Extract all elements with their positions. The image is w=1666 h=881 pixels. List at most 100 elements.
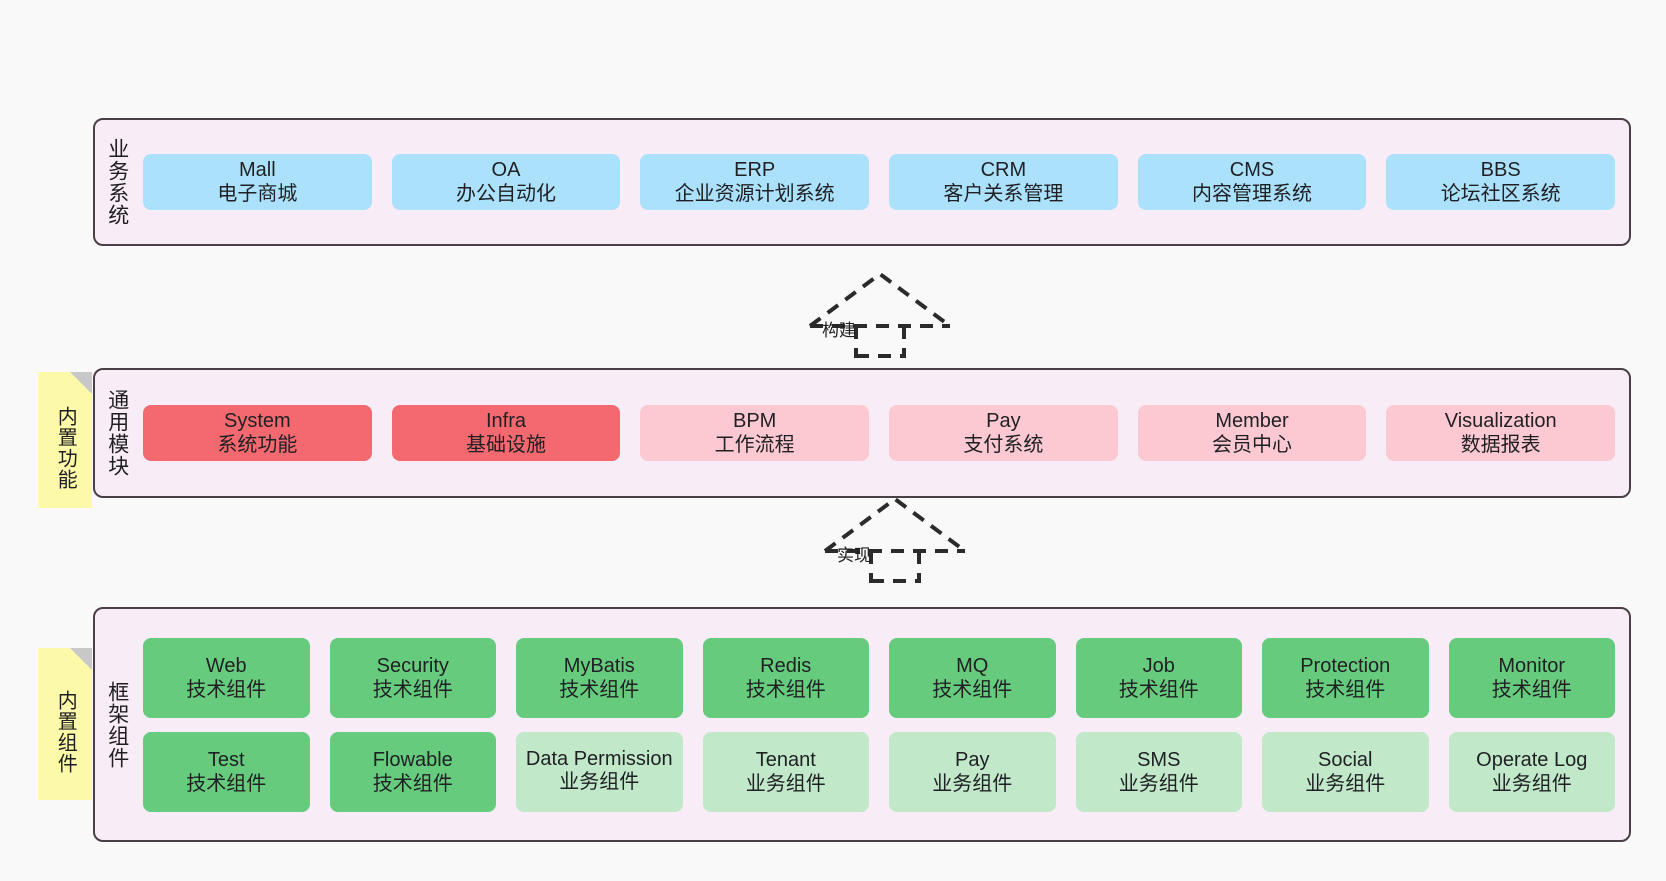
sticky-note-builtin-features-label: 内置功能 (54, 406, 77, 490)
layer-framework-row-tech: Web 技术组件 Security 技术组件 MyBatis 技术组件 Redi… (143, 637, 1615, 718)
node-visualization-cn: 数据报表 (1460, 434, 1541, 456)
connector-build: 构建 (800, 268, 960, 358)
layer-common-body: System 系统功能 Infra 基础设施 BPM 工作流程 Pay 支付系统… (139, 370, 1629, 496)
node-member-en: Member (1215, 410, 1289, 432)
generalization-arrow-icon (808, 271, 952, 358)
node-pay-module-cn: 支付系统 (963, 434, 1044, 456)
node-sms[interactable]: SMS 业务组件 (1075, 731, 1242, 812)
connector-implement: 实现 (815, 493, 975, 583)
node-erp-cn: 企业资源计划系统 (674, 183, 835, 205)
node-visualization-en: Visualization (1444, 410, 1557, 432)
connector-implement-label: 实现 (837, 546, 871, 565)
node-protection-en: Protection (1300, 654, 1391, 677)
node-pay-module-en: Pay (986, 410, 1021, 432)
layer-framework-body: Web 技术组件 Security 技术组件 MyBatis 技术组件 Redi… (139, 609, 1629, 840)
node-monitor-cn: 技术组件 (1491, 678, 1572, 701)
node-security[interactable]: Security 技术组件 (329, 637, 496, 718)
layer-framework-row-business: Test 技术组件 Flowable 技术组件 Data Permission … (143, 731, 1615, 812)
layer-common-title: 通用模块 (105, 389, 129, 477)
node-job-en: Job (1142, 654, 1175, 677)
node-bpm-en: BPM (733, 410, 777, 432)
node-monitor-en: Monitor (1498, 654, 1566, 677)
node-cms[interactable]: CMS 内容管理系统 (1137, 154, 1367, 210)
node-web-cn: 技术组件 (186, 678, 267, 701)
node-job[interactable]: Job 技术组件 (1075, 637, 1242, 718)
node-member-cn: 会员中心 (1212, 434, 1293, 456)
node-test[interactable]: Test 技术组件 (143, 731, 310, 812)
node-cms-en: CMS (1229, 159, 1275, 181)
node-pay-component[interactable]: Pay 业务组件 (889, 731, 1056, 812)
node-monitor[interactable]: Monitor 技术组件 (1448, 637, 1615, 718)
node-redis-cn: 技术组件 (745, 678, 826, 701)
layer-business-row: Mall 电子商城 OA 办公自动化 ERP 企业资源计划系统 CRM 客户关系… (143, 154, 1616, 210)
node-bbs[interactable]: BBS 论坛社区系统 (1386, 154, 1616, 210)
node-social[interactable]: Social 业务组件 (1262, 731, 1429, 812)
node-operate-log-cn: 业务组件 (1491, 772, 1572, 795)
node-redis[interactable]: Redis 技术组件 (702, 637, 869, 718)
node-pay-component-en: Pay (955, 748, 990, 771)
node-pay-component-cn: 业务组件 (932, 772, 1013, 795)
node-mybatis[interactable]: MyBatis 技术组件 (516, 637, 683, 718)
node-mq[interactable]: MQ 技术组件 (889, 637, 1056, 718)
layer-framework-title: 框架组件 (105, 680, 129, 769)
node-flowable-cn: 技术组件 (372, 772, 453, 795)
node-mybatis-cn: 技术组件 (559, 678, 640, 701)
sticky-note-builtin-components: 内置组件 (38, 648, 92, 800)
node-data-permission-en: Data Permission (525, 748, 673, 770)
node-cms-cn: 内容管理系统 (1192, 183, 1313, 205)
node-operate-log-en: Operate Log (1476, 748, 1588, 771)
node-infra[interactable]: Infra 基础设施 (391, 405, 621, 461)
node-tenant[interactable]: Tenant 业务组件 (702, 731, 869, 812)
folded-corner-icon (70, 372, 92, 394)
node-bpm[interactable]: BPM 工作流程 (640, 405, 870, 461)
node-oa[interactable]: OA 办公自动化 (391, 154, 621, 210)
node-crm[interactable]: CRM 客户关系管理 (889, 154, 1118, 210)
node-tenant-en: Tenant (755, 748, 816, 771)
node-security-en: Security (376, 654, 449, 677)
node-oa-cn: 办公自动化 (456, 183, 556, 205)
node-operate-log[interactable]: Operate Log 业务组件 (1448, 731, 1615, 812)
node-web[interactable]: Web 技术组件 (143, 637, 310, 718)
node-bbs-cn: 论坛社区系统 (1440, 183, 1561, 205)
node-social-cn: 业务组件 (1305, 772, 1386, 795)
node-flowable[interactable]: Flowable 技术组件 (329, 731, 496, 812)
node-member[interactable]: Member 会员中心 (1137, 405, 1367, 461)
node-web-en: Web (205, 654, 247, 677)
node-bpm-cn: 工作流程 (714, 434, 795, 456)
node-data-permission[interactable]: Data Permission 业务组件 (516, 731, 683, 812)
node-protection-cn: 技术组件 (1305, 678, 1386, 701)
node-protection[interactable]: Protection 技术组件 (1262, 637, 1429, 718)
layer-common: 通用模块 System 系统功能 Infra 基础设施 BPM 工作流程 Pay… (93, 368, 1631, 498)
node-mall[interactable]: Mall 电子商城 (143, 154, 372, 210)
node-mall-en: Mall (239, 159, 276, 181)
node-mq-en: MQ (956, 654, 989, 677)
node-mybatis-en: MyBatis (563, 654, 635, 677)
node-bbs-en: BBS (1480, 159, 1521, 181)
node-erp[interactable]: ERP 企业资源计划系统 (640, 154, 870, 210)
layer-framework: 框架组件 Web 技术组件 Security 技术组件 MyBatis 技术组件… (93, 607, 1631, 842)
node-visualization[interactable]: Visualization 数据报表 (1386, 405, 1616, 461)
node-pay-module[interactable]: Pay 支付系统 (889, 405, 1118, 461)
folded-corner-icon (70, 648, 92, 670)
node-test-cn: 技术组件 (186, 772, 267, 795)
sticky-note-builtin-features: 内置功能 (38, 372, 92, 508)
connector-build-label: 构建 (822, 321, 856, 340)
node-infra-en: Infra (485, 410, 527, 432)
layer-common-row: System 系统功能 Infra 基础设施 BPM 工作流程 Pay 支付系统… (143, 405, 1616, 461)
sticky-note-builtin-components-label: 内置组件 (54, 690, 77, 774)
node-infra-cn: 基础设施 (466, 434, 546, 456)
layer-business-title: 业务系统 (105, 138, 129, 226)
node-crm-cn: 客户关系管理 (943, 183, 1064, 205)
node-sms-en: SMS (1137, 748, 1181, 771)
node-system-cn: 系统功能 (217, 434, 298, 456)
node-flowable-en: Flowable (372, 748, 453, 771)
layer-business: 业务系统 Mall 电子商城 OA 办公自动化 ERP 企业资源计划系统 CRM… (93, 118, 1631, 246)
node-system[interactable]: System 系统功能 (143, 405, 372, 461)
generalization-arrow-icon (823, 496, 967, 583)
node-test-en: Test (207, 748, 245, 771)
node-redis-en: Redis (760, 654, 812, 677)
node-mq-cn: 技术组件 (932, 678, 1013, 701)
node-job-cn: 技术组件 (1118, 678, 1199, 701)
node-oa-en: OA (491, 159, 521, 181)
